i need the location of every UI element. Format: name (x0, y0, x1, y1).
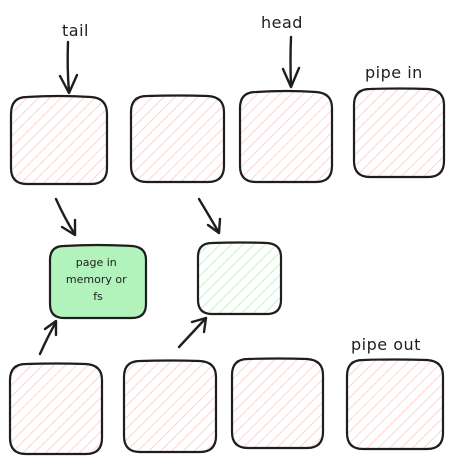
top-slot-1-outline (9, 94, 109, 186)
top-slot-4 (354, 89, 444, 177)
bottom-slot-1-outline (8, 362, 104, 456)
tail-to-page-arrow (54, 197, 77, 237)
label-head: head (261, 13, 303, 32)
top-slot-1 (11, 97, 107, 184)
hatched-page-to-bottom-slot-arrow (177, 316, 208, 349)
head-arrow (281, 35, 301, 89)
label-pipe-out: pipe out (351, 335, 421, 354)
bottom-slot-3 (232, 359, 323, 448)
slot-to-hatched-page-arrow (197, 197, 222, 235)
top-slot-4-outline (352, 87, 446, 179)
page-node-text: page in memory or fs (66, 256, 130, 303)
label-tail: tail (62, 21, 89, 40)
middle-row-pages: page in memory or fs (48, 241, 283, 320)
tail-arrow (58, 40, 79, 95)
bottom-slot-3-outline (230, 357, 325, 450)
bottom-slot-2 (124, 361, 216, 452)
bottom-row-slots (8, 357, 445, 456)
page-node-line-2: memory or (66, 273, 127, 286)
page-node-hatched (198, 243, 281, 314)
page-node-line-1: page in (76, 256, 117, 269)
bottom-slot-4-outline (345, 358, 445, 451)
page-to-bottom-slot-arrow (38, 319, 58, 356)
top-slot-3-outline (238, 89, 334, 184)
top-row-slots (9, 87, 446, 186)
bottom-slot-4 (347, 360, 443, 449)
arrows (38, 35, 301, 356)
page-node (50, 246, 146, 318)
bottom-slot-2-outline (122, 359, 218, 454)
top-slot-2 (131, 96, 224, 182)
page-node-line-3: fs (93, 290, 103, 303)
bottom-slot-1 (10, 364, 102, 454)
page-node-outline (48, 243, 148, 320)
page-node-hatched-outline (196, 241, 283, 316)
label-pipe-in: pipe in (365, 63, 423, 82)
top-slot-3 (240, 92, 332, 182)
top-slot-2-outline (129, 94, 226, 184)
